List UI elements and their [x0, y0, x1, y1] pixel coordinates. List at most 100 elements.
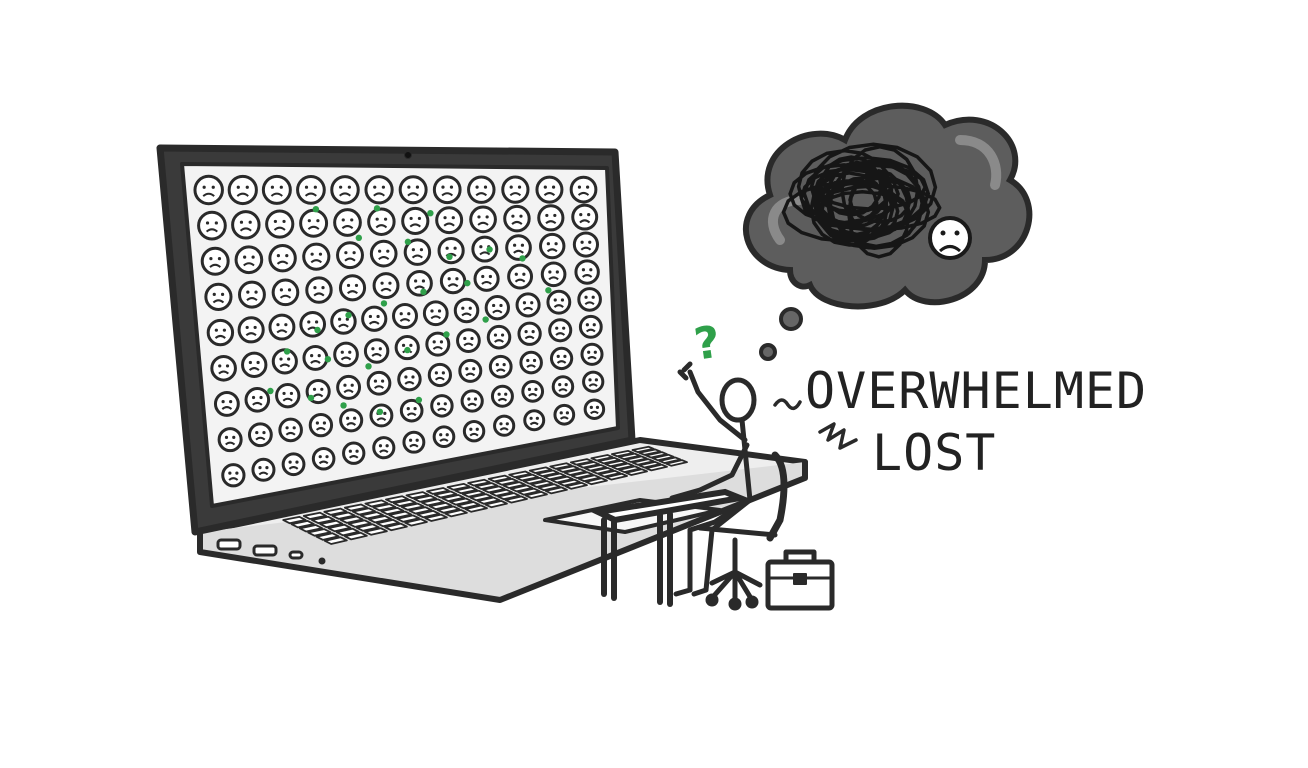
sad-face-icon: [217, 427, 243, 453]
sad-face-icon: [372, 272, 400, 300]
sad-face-icon: [505, 234, 532, 261]
keyboard-key: [591, 467, 614, 475]
keyboard-key: [441, 494, 466, 502]
sad-face-icon: [540, 261, 567, 288]
keyboard-key: [302, 511, 327, 520]
sad-face-icon: [425, 331, 451, 357]
green-dot-icon: [415, 396, 423, 404]
sad-face-icon: [210, 354, 237, 382]
keyboard-key: [638, 448, 662, 456]
keyboard-key: [339, 515, 364, 524]
keyboard-key: [385, 495, 409, 504]
keyboard-key: [495, 477, 519, 486]
sad-face-icon: [392, 303, 418, 329]
sad-face-icon: [517, 321, 542, 346]
keyboard-key: [631, 445, 655, 453]
keyboard-key: [477, 496, 501, 505]
keyboard-key: [658, 456, 682, 464]
keyboard-key: [530, 480, 554, 488]
sad-face-icon: [333, 208, 362, 237]
keyboard-key: [489, 488, 514, 497]
sad-face-icon: [265, 209, 295, 239]
question-mark: ?: [691, 317, 723, 371]
green-dot-trail: [267, 205, 552, 416]
green-dot-icon: [312, 206, 320, 213]
sad-face-icon: [397, 366, 422, 392]
thought-trail: [759, 307, 803, 361]
squiggle-overwhelmed: [773, 398, 802, 411]
sad-face-icon: [439, 267, 467, 295]
sad-face-icon: [582, 370, 605, 393]
green-dot-icon: [420, 288, 427, 295]
sad-face-icon: [302, 344, 329, 371]
sad-face-icon: [206, 318, 235, 347]
sad-face-icon: [551, 375, 575, 398]
keyboard-key: [625, 468, 648, 476]
sad-face-icon: [241, 351, 268, 379]
sad-face-icon: [521, 380, 545, 403]
green-dot-icon: [427, 209, 434, 217]
person-head: [719, 377, 757, 423]
sad-face-icon: [571, 203, 599, 231]
keyboard-key: [598, 469, 621, 478]
keyboard-key: [617, 452, 641, 460]
sad-face-icon: [402, 430, 426, 454]
keyboard-key: [364, 499, 389, 508]
sad-face-icon: [432, 425, 456, 449]
sad-face-icon: [204, 282, 233, 311]
sad-face-icon: [342, 441, 366, 465]
keyboard-key: [517, 487, 541, 496]
sad-face-icon: [364, 175, 394, 205]
sad-face-icon: [330, 175, 360, 205]
sad-face-icon: [237, 280, 266, 309]
keyboard-key: [446, 482, 471, 491]
sad-face-icon: [268, 243, 297, 273]
sad-face-icon: [469, 205, 497, 234]
keyboard-key: [624, 455, 648, 463]
sad-face-icon: [553, 403, 576, 426]
sad-face-icon: [361, 305, 388, 332]
keyboard-key: [376, 518, 400, 528]
sad-face-icon: [231, 210, 261, 240]
keyboard-key: [327, 523, 352, 533]
keyboard-key: [307, 528, 332, 537]
green-dot-icon: [376, 408, 384, 416]
keyboard-key: [543, 472, 567, 481]
sad-face-icon: [406, 269, 433, 297]
sad-face-icon: [471, 235, 499, 263]
keyboard-key: [426, 487, 450, 495]
stick-person: [669, 361, 757, 597]
keyboard: [282, 445, 688, 545]
sad-face-icon: [338, 274, 367, 302]
keyboard-key: [509, 484, 534, 493]
keyboard-key: [482, 485, 506, 494]
sad-face-icon: [366, 370, 392, 396]
sad-face-icon: [299, 310, 327, 338]
feeling-words: OVERWHELMED LOST: [773, 362, 1146, 482]
squiggle-lost: [818, 422, 858, 450]
keyboard-key: [556, 465, 580, 473]
sad-face-icon: [430, 394, 454, 418]
green-dot-icon: [486, 246, 493, 253]
keyboard-key: [570, 471, 594, 479]
keyboard-key: [392, 498, 417, 507]
sad-face-icon: [221, 463, 246, 488]
keyboard-key: [404, 518, 428, 527]
keyboard-key: [583, 464, 608, 472]
sad-face-icon: [577, 287, 602, 312]
sad-face-icon: [308, 412, 334, 438]
keyboard-key: [388, 510, 413, 519]
sad-face-icon: [268, 313, 296, 341]
briefcase-icon: [765, 549, 835, 611]
keyboard-key: [380, 506, 405, 516]
keyboard-key: [343, 503, 368, 512]
laptop-base-edge: [197, 459, 808, 603]
sad-face-icon: [281, 452, 306, 477]
keyboard-key: [433, 490, 458, 499]
keyboard-key: [611, 449, 635, 458]
sad-face-icon: [549, 346, 574, 371]
sad-face-icon: [523, 409, 546, 432]
sad-face-icon: [458, 358, 483, 383]
sad-face-icon: [493, 414, 516, 437]
sad-face-icon: [548, 318, 573, 343]
